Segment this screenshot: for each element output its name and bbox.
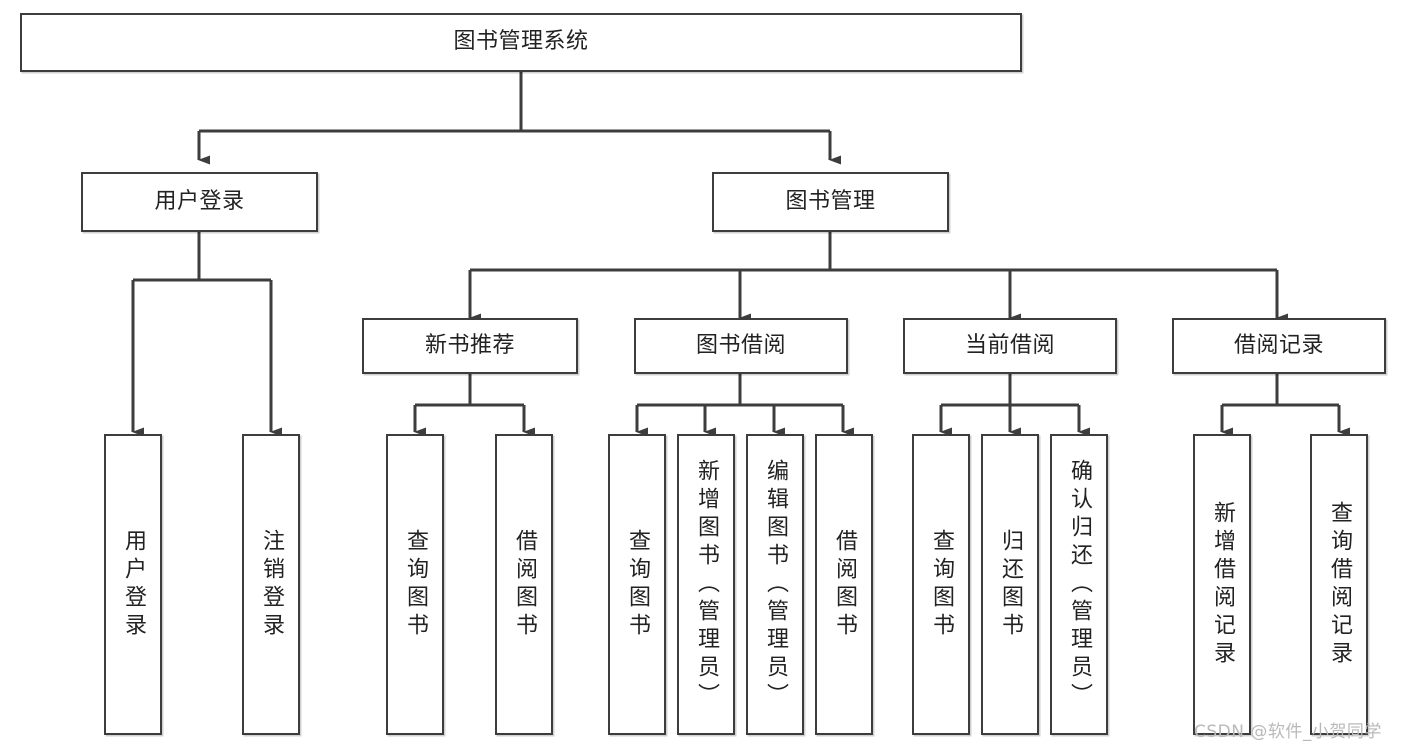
node-leaf-return-book-label: 归还图书 (998, 528, 1023, 641)
node-leaf-borrow-book-2[interactable]: 借阅图书 (815, 434, 873, 735)
node-leaf-query-book-2-label: 查询图书 (625, 528, 650, 641)
node-leaf-return-book[interactable]: 归还图书 (981, 434, 1039, 735)
node-leaf-edit-book-label: 编辑图书（管理员） (763, 458, 788, 711)
node-leaf-query-book-3[interactable]: 查询图书 (912, 434, 970, 735)
node-new-book-rec[interactable]: 新书推荐 (362, 318, 578, 374)
node-book-borrow-label: 图书借阅 (695, 332, 786, 358)
node-leaf-edit-book[interactable]: 编辑图书（管理员） (746, 434, 804, 735)
node-book-borrow[interactable]: 图书借阅 (634, 318, 848, 374)
node-leaf-query-record-label: 查询借阅记录 (1327, 500, 1352, 669)
node-root[interactable]: 图书管理系统 (20, 13, 1022, 72)
node-leaf-confirm-return[interactable]: 确认归还（管理员） (1050, 434, 1108, 735)
node-leaf-confirm-return-label: 确认归还（管理员） (1067, 458, 1092, 711)
node-leaf-query-book-3-label: 查询图书 (929, 528, 954, 641)
node-leaf-add-book[interactable]: 新增图书（管理员） (677, 434, 735, 735)
node-current-borrow-label: 当前借阅 (964, 332, 1055, 358)
node-borrow-record-label: 借阅记录 (1233, 332, 1324, 358)
node-leaf-logout-label: 注销登录 (259, 528, 284, 641)
node-leaf-add-record-label: 新增借阅记录 (1210, 500, 1235, 669)
node-leaf-borrow-book-2-label: 借阅图书 (832, 528, 857, 641)
node-leaf-user-login-label: 用户登录 (121, 528, 146, 641)
node-leaf-borrow-book-1-label: 借阅图书 (512, 528, 537, 641)
node-leaf-query-record[interactable]: 查询借阅记录 (1310, 434, 1368, 735)
node-user-login[interactable]: 用户登录 (81, 172, 318, 232)
node-user-login-label: 用户登录 (154, 188, 245, 214)
node-current-borrow[interactable]: 当前借阅 (903, 318, 1117, 374)
node-leaf-query-book-1[interactable]: 查询图书 (386, 434, 444, 735)
node-leaf-user-login[interactable]: 用户登录 (104, 434, 162, 735)
node-leaf-logout[interactable]: 注销登录 (242, 434, 300, 735)
node-book-manage[interactable]: 图书管理 (712, 172, 949, 232)
node-leaf-add-record[interactable]: 新增借阅记录 (1193, 434, 1251, 735)
node-leaf-borrow-book-1[interactable]: 借阅图书 (495, 434, 553, 735)
node-leaf-add-book-label: 新增图书（管理员） (694, 458, 719, 711)
node-root-label: 图书管理系统 (453, 29, 589, 55)
node-book-manage-label: 图书管理 (785, 188, 876, 214)
node-leaf-query-book-2[interactable]: 查询图书 (608, 434, 666, 735)
node-leaf-query-book-1-label: 查询图书 (403, 528, 428, 641)
node-borrow-record[interactable]: 借阅记录 (1172, 318, 1386, 374)
node-new-book-rec-label: 新书推荐 (424, 332, 515, 358)
